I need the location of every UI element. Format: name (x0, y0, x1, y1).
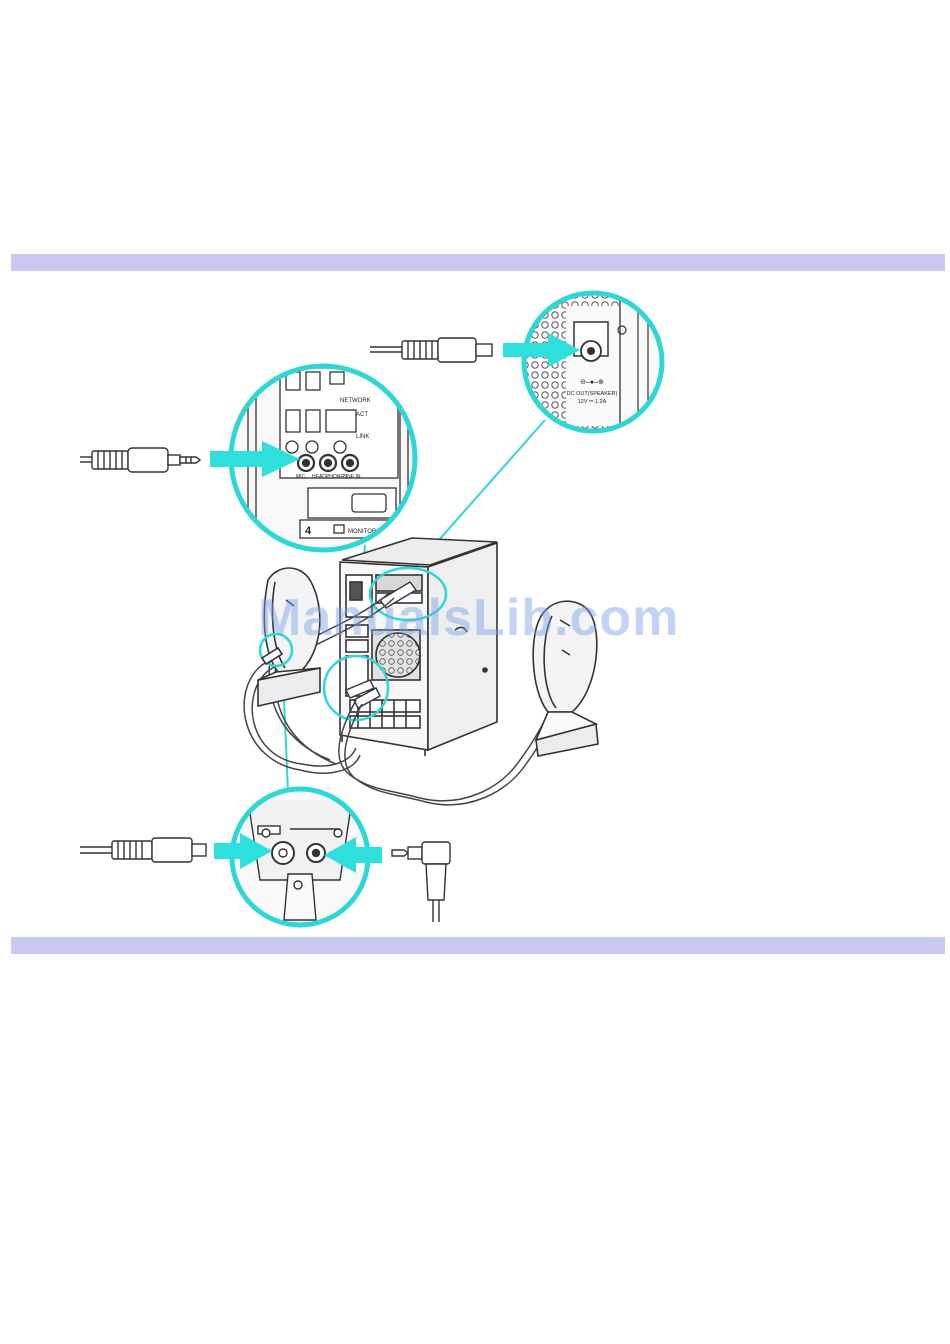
dc-plug-bottom (80, 838, 206, 862)
dc-polarity-symbol: ⊖–●–⊕ (580, 379, 604, 386)
dc-plug-top (370, 338, 492, 362)
dc-rating-label: 12V ⎓ 1.2A (578, 399, 607, 405)
line-in-label: LINE IN (343, 474, 361, 480)
right-angle-plug (392, 842, 450, 922)
audio-plug-middle (80, 448, 200, 472)
mic-label: MIC (296, 474, 306, 480)
computer-tower (340, 538, 497, 756)
link-label: LINK (356, 434, 369, 440)
right-speaker (533, 601, 598, 756)
dc-out-label: DC OUT(SPEAKER) (567, 391, 618, 397)
left-speaker (258, 568, 320, 706)
network-label: NETWORK (340, 398, 371, 404)
act-label: ACT (356, 412, 368, 418)
port-number-label: 4 (305, 525, 312, 537)
